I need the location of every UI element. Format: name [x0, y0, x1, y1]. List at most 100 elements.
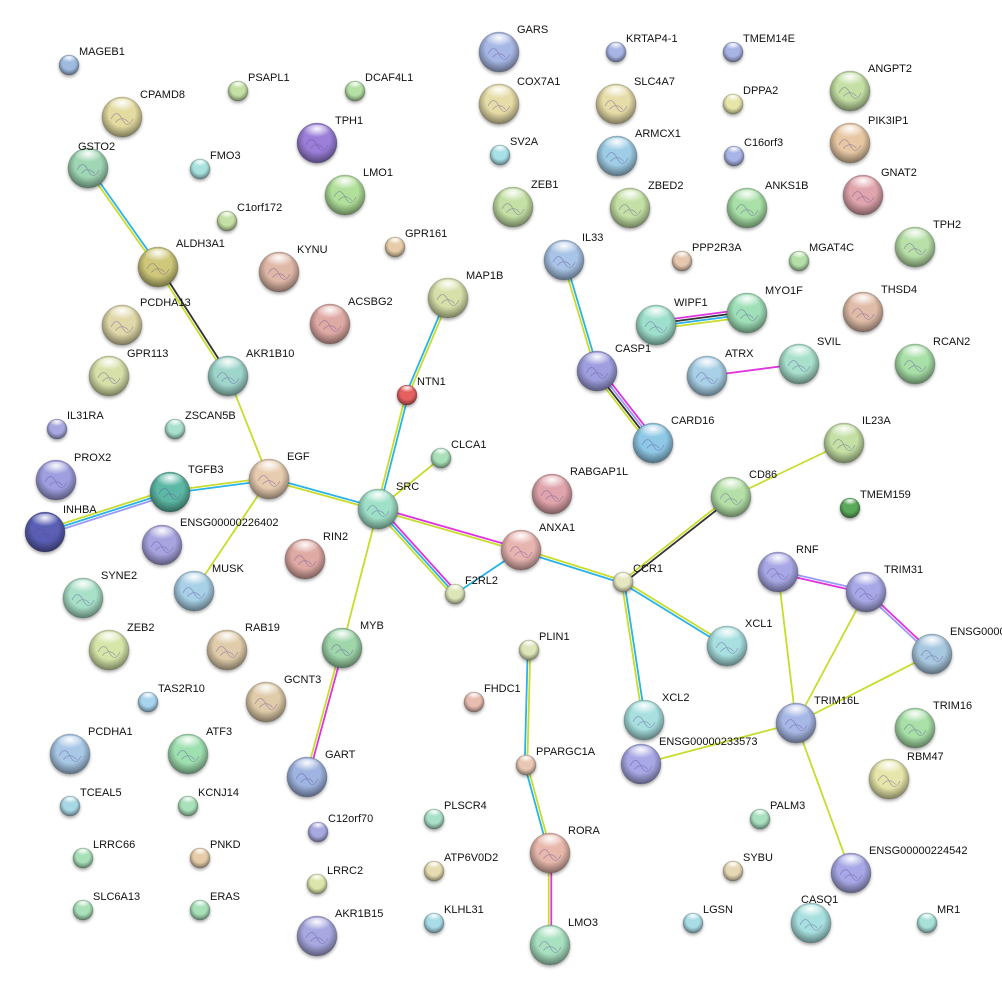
node-lrrc2[interactable]: LRRC2: [306, 865, 363, 895]
node-zscan5b[interactable]: ZSCAN5B: [164, 410, 236, 440]
edge-TGFB3-INHBA[interactable]: [43, 488, 172, 536]
node-pnkd[interactable]: PNKD: [189, 839, 241, 869]
edge-SRC-MYB[interactable]: [341, 508, 379, 649]
node-dppa2[interactable]: DPPA2: [722, 85, 778, 115]
node-pcdha1[interactable]: PCDHA1: [49, 726, 133, 775]
node-tph1[interactable]: TPH1: [296, 115, 363, 164]
node-ppp2r3a[interactable]: PPP2R3A: [671, 242, 742, 272]
node-kynu[interactable]: KYNU: [258, 244, 328, 293]
node-fmo3[interactable]: FMO3: [189, 150, 241, 180]
node-pcdha13[interactable]: PCDHA13: [101, 297, 191, 346]
node-c16orf3[interactable]: C16orf3: [723, 137, 783, 167]
node-dcaf4l1[interactable]: DCAF4L1: [344, 72, 413, 102]
node-trim16l[interactable]: TRIM16L: [775, 695, 859, 744]
node-zeb1[interactable]: ZEB1: [492, 179, 559, 228]
node-atf3[interactable]: ATF3: [167, 726, 232, 775]
node-anxa1[interactable]: ANXA1: [500, 522, 575, 571]
node-sybu[interactable]: SYBU: [722, 852, 773, 882]
node-c1orf172[interactable]: C1orf172: [216, 202, 282, 232]
node-anks1b[interactable]: ANKS1B: [726, 180, 808, 229]
node-cpamd8[interactable]: CPAMD8: [101, 89, 185, 138]
node-musk[interactable]: MUSK: [173, 563, 244, 612]
node-myb[interactable]: MYB: [321, 620, 384, 669]
node-gnat2[interactable]: GNAT2: [842, 167, 917, 216]
node-map1b[interactable]: MAP1B: [427, 270, 503, 319]
node-src[interactable]: SRC: [357, 481, 419, 530]
node-ensg00000[interactable]: ENSG00000: [911, 626, 1002, 675]
node-clca1[interactable]: CLCA1: [430, 439, 486, 469]
node-xcl2[interactable]: XCL2: [623, 692, 690, 741]
node-akr1b10[interactable]: AKR1B10: [207, 348, 294, 397]
node-slc4a7[interactable]: SLC4A7: [595, 76, 675, 125]
node-xcl1[interactable]: XCL1: [706, 618, 773, 667]
node-plin1[interactable]: PLIN1: [518, 631, 570, 661]
node-myo1f[interactable]: MYO1F: [726, 285, 803, 334]
node-gart[interactable]: GART: [286, 749, 356, 798]
node-ntn1[interactable]: NTN1: [396, 376, 446, 406]
node-akr1b15[interactable]: AKR1B15: [296, 908, 383, 957]
node-casq1[interactable]: CASQ1: [790, 894, 838, 944]
edge-ENSG00000233573-TRIM16L[interactable]: [640, 722, 797, 765]
node-plscr4[interactable]: PLSCR4: [423, 800, 487, 830]
node-rora[interactable]: RORA: [529, 825, 600, 874]
node-ensg00000233573[interactable]: ENSG00000233573: [620, 736, 757, 785]
edge-TRIM16L-ENSG00000224542[interactable]: [795, 722, 852, 874]
node-il31ra[interactable]: IL31RA: [46, 410, 104, 440]
node-kcnj14[interactable]: KCNJ14: [177, 787, 239, 817]
edge-CCR1-CD86[interactable]: [621, 495, 733, 584]
node-gcnt3[interactable]: GCNT3: [245, 674, 321, 723]
node-atrx[interactable]: ATRX: [686, 348, 754, 397]
node-pik3ip1[interactable]: PIK3IP1: [829, 115, 908, 164]
node-tmem14e[interactable]: TMEM14E: [722, 33, 795, 63]
edge-CCR1-XCL2[interactable]: [620, 581, 647, 721]
node-armcx1[interactable]: ARMCX1: [596, 128, 681, 177]
node-gsto2[interactable]: GSTO2: [67, 141, 115, 189]
node-rbm47[interactable]: RBM47: [868, 751, 944, 800]
edge-PLIN1-PPARGC1A[interactable]: [523, 649, 532, 766]
node-il23a[interactable]: IL23A: [823, 415, 891, 464]
node-wipf1[interactable]: WIPF1: [635, 297, 708, 346]
node-ensg00000226402[interactable]: ENSG00000226402: [141, 517, 278, 566]
node-svil[interactable]: SVIL: [778, 336, 841, 385]
node-ccr1[interactable]: CCR1: [612, 563, 663, 593]
node-sv2a[interactable]: SV2A: [489, 136, 539, 166]
node-zeb2[interactable]: ZEB2: [88, 622, 155, 671]
node-mgat4c[interactable]: MGAT4C: [788, 242, 854, 272]
node-fhdc1[interactable]: FHDC1: [463, 683, 521, 713]
node-rin2[interactable]: RIN2: [284, 531, 348, 580]
node-inhba[interactable]: INHBA: [24, 504, 97, 553]
node-rab19[interactable]: RAB19: [206, 622, 280, 671]
node-zbed2[interactable]: ZBED2: [609, 180, 683, 229]
edge-ENSG00000-TRIM16L[interactable]: [795, 653, 933, 724]
node-trim16[interactable]: TRIM16: [894, 700, 972, 749]
node-gpr113[interactable]: GPR113: [88, 348, 168, 397]
node-angpt2[interactable]: ANGPT2: [829, 63, 912, 112]
node-palm3[interactable]: PALM3: [749, 800, 805, 830]
node-cd86[interactable]: CD86: [710, 469, 777, 518]
node-c12orf70[interactable]: C12orf70: [307, 813, 373, 843]
node-gpr161[interactable]: GPR161: [384, 228, 447, 258]
node-psapl1[interactable]: PSAPL1: [227, 72, 290, 102]
node-klhl31[interactable]: KLHL31: [423, 904, 484, 934]
node-egf[interactable]: EGF: [248, 451, 310, 500]
edge-SRC-ANXA1[interactable]: [377, 506, 522, 553]
node-lmo1[interactable]: LMO1: [324, 167, 393, 216]
edge-CD86-IL23A[interactable]: [730, 442, 845, 498]
edge-TRIM31-TRIM16L[interactable]: [795, 591, 867, 724]
node-tgfb3[interactable]: TGFB3: [149, 464, 223, 513]
node-tas2r10[interactable]: TAS2R10: [137, 683, 205, 713]
node-rnf[interactable]: RNF: [757, 544, 819, 593]
node-lrrc66[interactable]: LRRC66: [72, 839, 135, 869]
node-lmo3[interactable]: LMO3: [529, 917, 598, 966]
node-lgsn[interactable]: LGSN: [682, 904, 733, 934]
node-eras[interactable]: ERAS: [189, 891, 240, 921]
node-ensg00000224542[interactable]: ENSG00000224542: [830, 845, 967, 894]
node-rcan2[interactable]: RCAN2: [894, 336, 970, 385]
node-f2rl2[interactable]: F2RL2: [444, 575, 498, 605]
node-acsbg2[interactable]: ACSBG2: [309, 296, 393, 345]
node-aldh3a1[interactable]: ALDH3A1: [137, 238, 225, 288]
node-tceal5[interactable]: TCEAL5: [59, 787, 122, 817]
node-trim31[interactable]: TRIM31: [845, 564, 923, 613]
edge-RNF-TRIM16L[interactable]: [777, 571, 797, 724]
